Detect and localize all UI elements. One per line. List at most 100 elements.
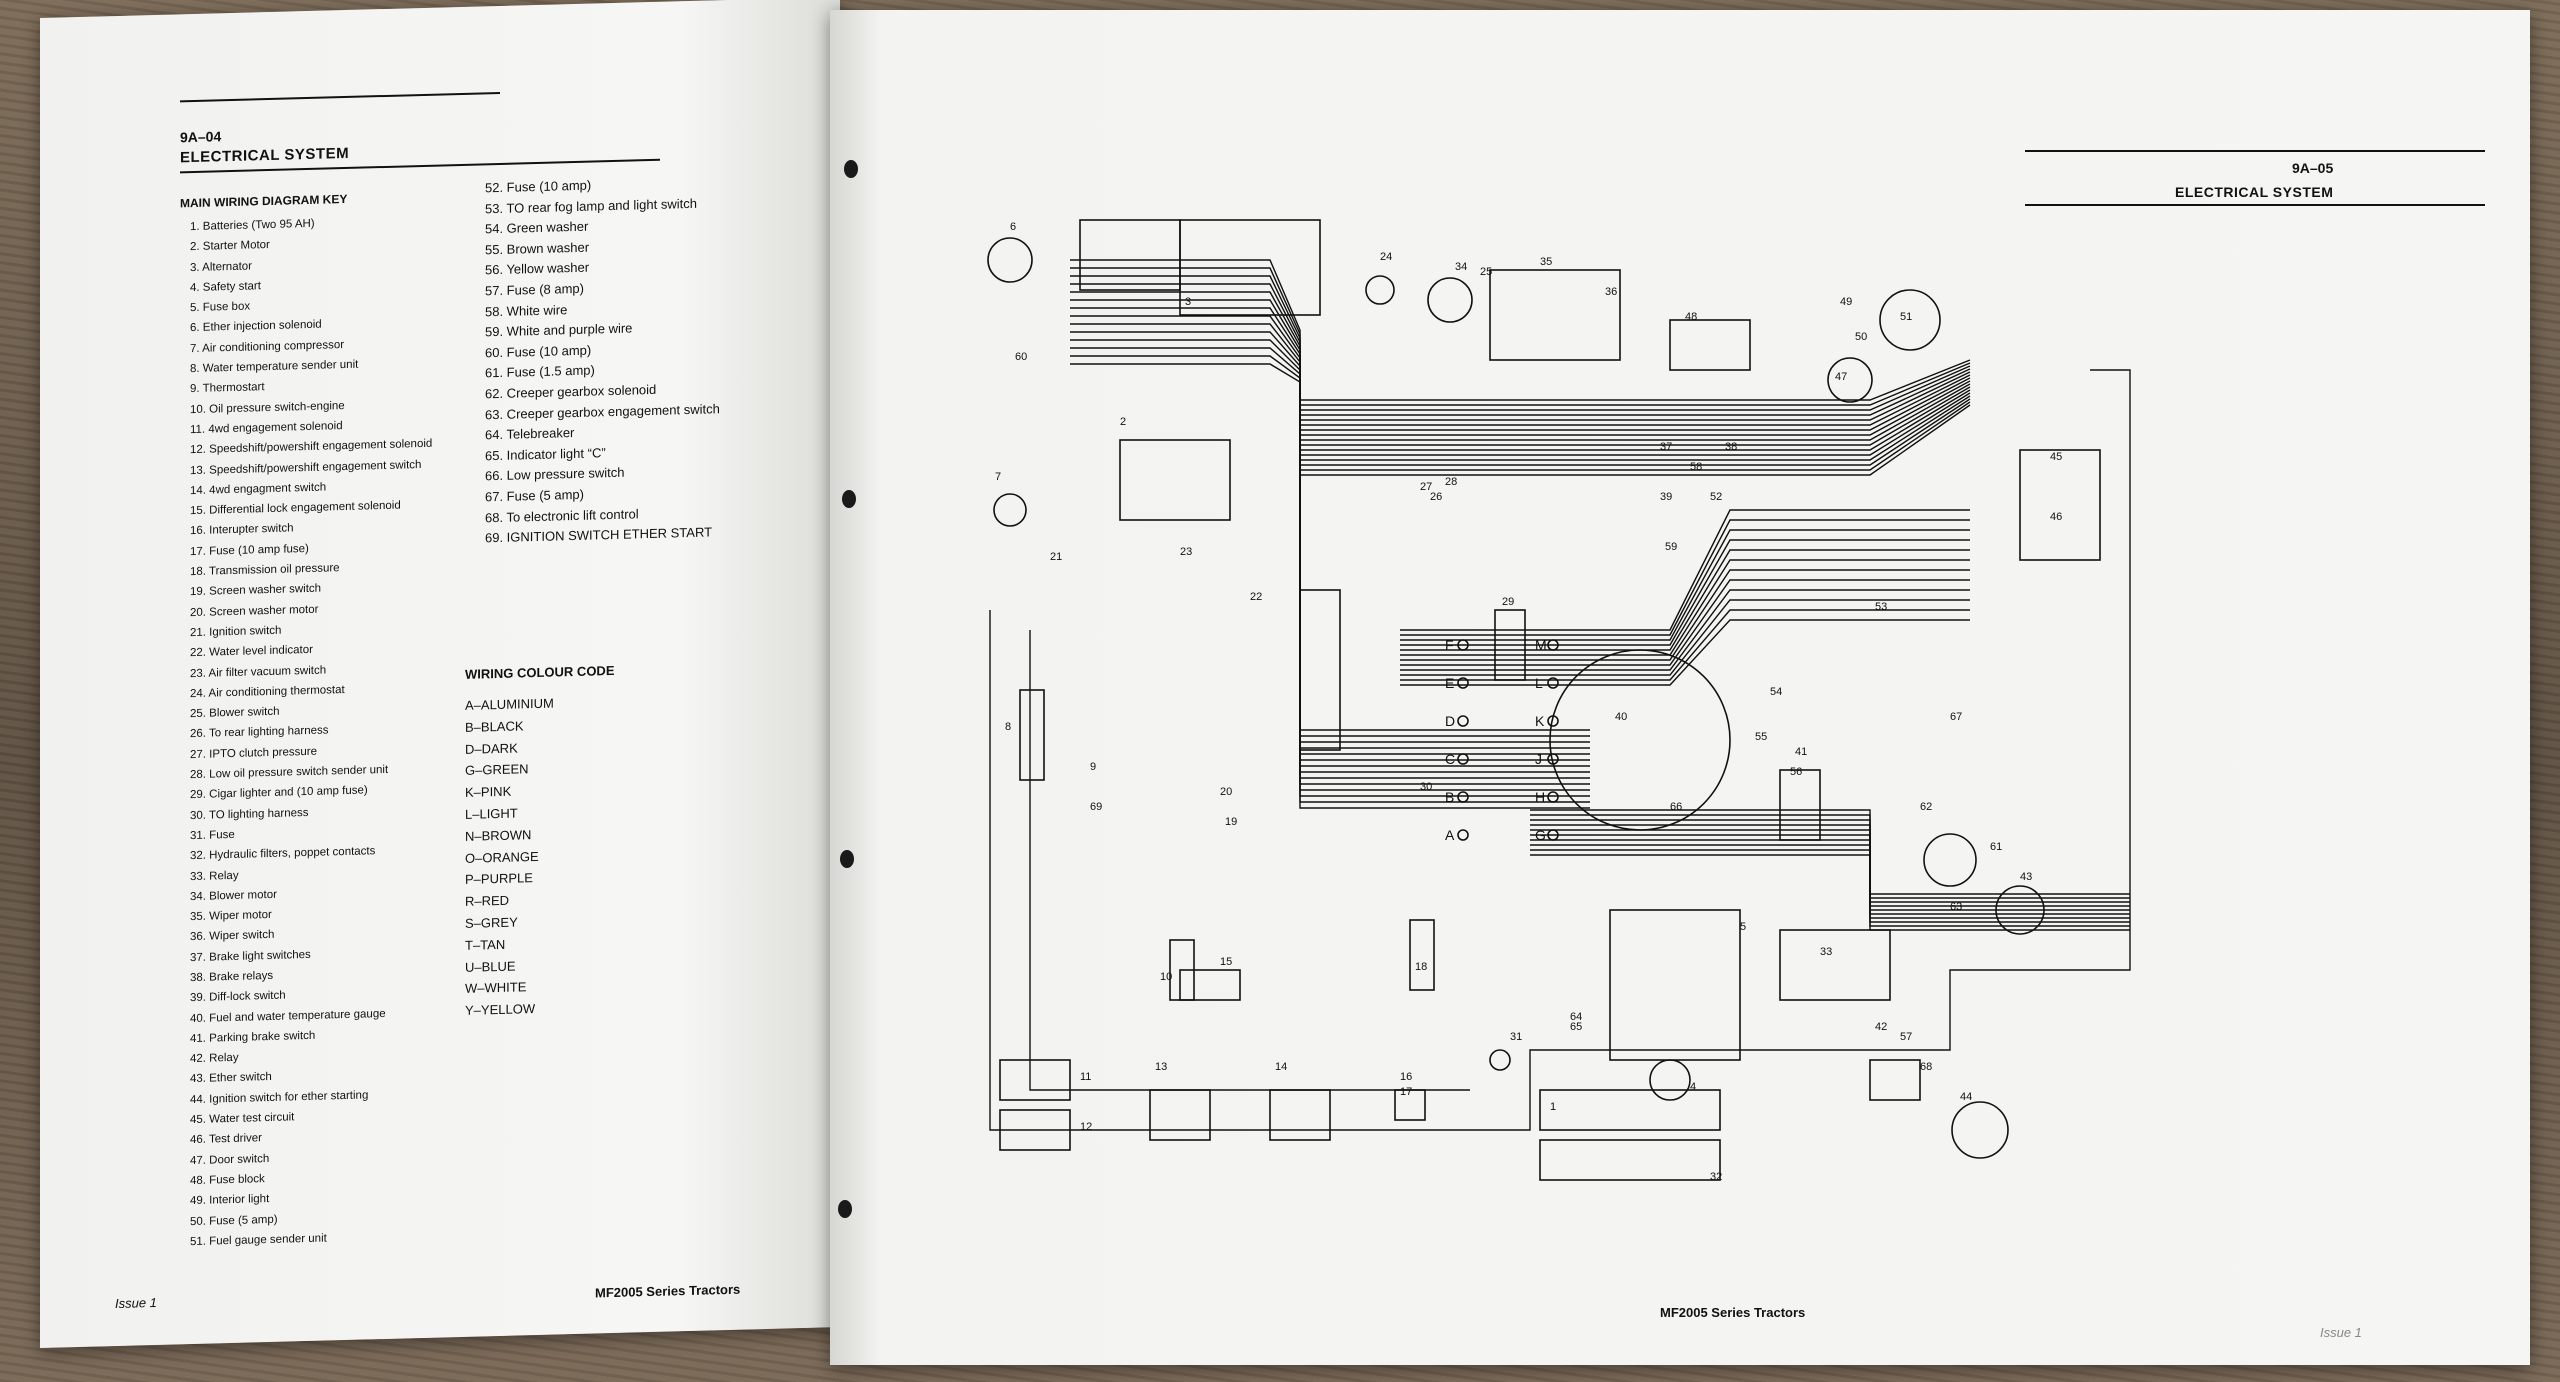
colour-code-heading: WIRING COLOUR CODE	[465, 662, 615, 682]
component-number-label: 56	[1790, 766, 1802, 778]
component-number-label: 29	[1502, 596, 1514, 608]
colour-code-item: S–GREY	[465, 914, 518, 931]
component-35-wiper	[1489, 269, 1621, 361]
component-number-label: 30	[1420, 781, 1432, 793]
wire-harness	[1070, 307, 1590, 767]
component-number-label: 46	[2050, 511, 2062, 523]
component-5-fusebox	[1609, 909, 1741, 1061]
wire-harness	[1070, 267, 1590, 737]
wire-harness	[1400, 599, 1970, 676]
header-rule-top	[180, 91, 500, 103]
connector-terminal	[1547, 791, 1559, 803]
colour-code-item: Y–YELLOW	[465, 1001, 536, 1019]
binder-hole	[838, 1200, 852, 1218]
connector-letter: L	[1535, 675, 1543, 691]
wire-harness	[1400, 529, 1970, 641]
wire-harness	[1070, 283, 1590, 749]
component-number-label: 61	[1990, 841, 2002, 853]
component-number-label: 63	[1950, 901, 1962, 913]
component-number-label: 33	[1820, 946, 1832, 958]
component-number-label: 1	[1550, 1101, 1556, 1113]
connector-terminal	[1457, 753, 1469, 765]
component-number-label: 38	[1725, 441, 1737, 453]
wiring-key-list-col2: 52. Fuse (10 amp)53. TO rear fog lamp an…	[485, 172, 720, 549]
component-number-label: 26	[1430, 491, 1442, 503]
component-18	[1409, 919, 1435, 991]
wire-harness	[1300, 401, 1971, 471]
component-number-label: 27	[1420, 481, 1432, 493]
component-number-label: 57	[1900, 1031, 1912, 1043]
component-number-label: 48	[1685, 311, 1697, 323]
component-number-label: 20	[1220, 786, 1232, 798]
connector-letter: C	[1445, 751, 1455, 767]
footer-issue-right: Issue 1	[2320, 1325, 2362, 1340]
component-number-label: 53	[1875, 601, 1887, 613]
component-16	[1394, 1089, 1426, 1121]
connector-letter: M	[1535, 637, 1547, 653]
component-1-battery-a	[1539, 1089, 1721, 1131]
connector-terminal	[1457, 791, 1469, 803]
component-number-label: 49	[1840, 296, 1852, 308]
component-number-label: 21	[1050, 551, 1062, 563]
wire-harness	[1530, 854, 2130, 895]
colour-code-item: R–RED	[465, 892, 510, 910]
connector-letter: D	[1445, 713, 1455, 729]
colour-code-item: B–BLACK	[465, 718, 524, 735]
component-40-gauge	[1549, 649, 1731, 831]
wire-harness	[1070, 363, 1590, 809]
component-12	[999, 1109, 1071, 1151]
component-1-battery-b	[1539, 1139, 1721, 1181]
component-number-label: 43	[2020, 871, 2032, 883]
component-number-label: 42	[1875, 1021, 1887, 1033]
component-number-label: 41	[1795, 746, 1807, 758]
connector-terminal	[1547, 753, 1559, 765]
component-number-label: 4	[1690, 1081, 1696, 1093]
component-number-label: 28	[1445, 476, 1457, 488]
component-number-label: 10	[1160, 971, 1172, 983]
component-number-label: 6	[1010, 221, 1016, 233]
component-number-label: 24	[1380, 251, 1392, 263]
wire-harness	[1070, 299, 1590, 761]
wire-harness	[1400, 619, 1970, 686]
component-number-label: 22	[1250, 591, 1262, 603]
component-number-label: 68	[1920, 1061, 1932, 1073]
wire-harness	[1070, 323, 1590, 779]
harness-junction-block	[1299, 589, 1341, 751]
footer-issue-left: Issue 1	[115, 1294, 157, 1312]
colour-code-item: A–ALUMINIUM	[465, 695, 554, 713]
wire-harness	[1300, 368, 1971, 416]
component-14	[1269, 1089, 1331, 1141]
footer-series-left: MF2005 Series Tractors	[595, 1281, 741, 1301]
wire-harness	[1300, 395, 1971, 461]
connector-letter: J	[1535, 751, 1542, 767]
component-number-label: 58	[1690, 461, 1702, 473]
connector-terminal	[1547, 639, 1559, 651]
component-number-label: 65	[1570, 1021, 1582, 1033]
component-number-label: 8	[1005, 721, 1011, 733]
wire-harness	[1530, 849, 2130, 899]
connector-letter: F	[1445, 637, 1454, 653]
component-11	[999, 1059, 1071, 1101]
component-number-label: 2	[1120, 416, 1126, 428]
component-number-label: 67	[1950, 711, 1962, 723]
component-number-label: 5	[1740, 921, 1746, 933]
connector-letter: K	[1535, 713, 1545, 729]
component-number-label: 59	[1665, 541, 1677, 553]
component-48-fuseblock	[1669, 319, 1751, 371]
wire-harness	[1070, 347, 1590, 797]
component-number-label: 40	[1615, 711, 1627, 723]
component-2-starter	[1119, 439, 1231, 521]
component-51	[1879, 289, 1941, 351]
wire-harness	[1070, 355, 1590, 803]
component-number-label: 12	[1080, 1121, 1092, 1133]
wire-harness	[1300, 365, 1971, 411]
wire-harness	[1300, 392, 1971, 456]
binder-hole	[842, 490, 856, 508]
component-number-label: 47	[1835, 371, 1847, 383]
wire-harness	[1400, 589, 1970, 671]
connector-terminal	[1547, 829, 1559, 841]
component-number-label: 11	[1080, 1071, 1091, 1083]
page-number-left: 9A–04	[180, 128, 222, 146]
